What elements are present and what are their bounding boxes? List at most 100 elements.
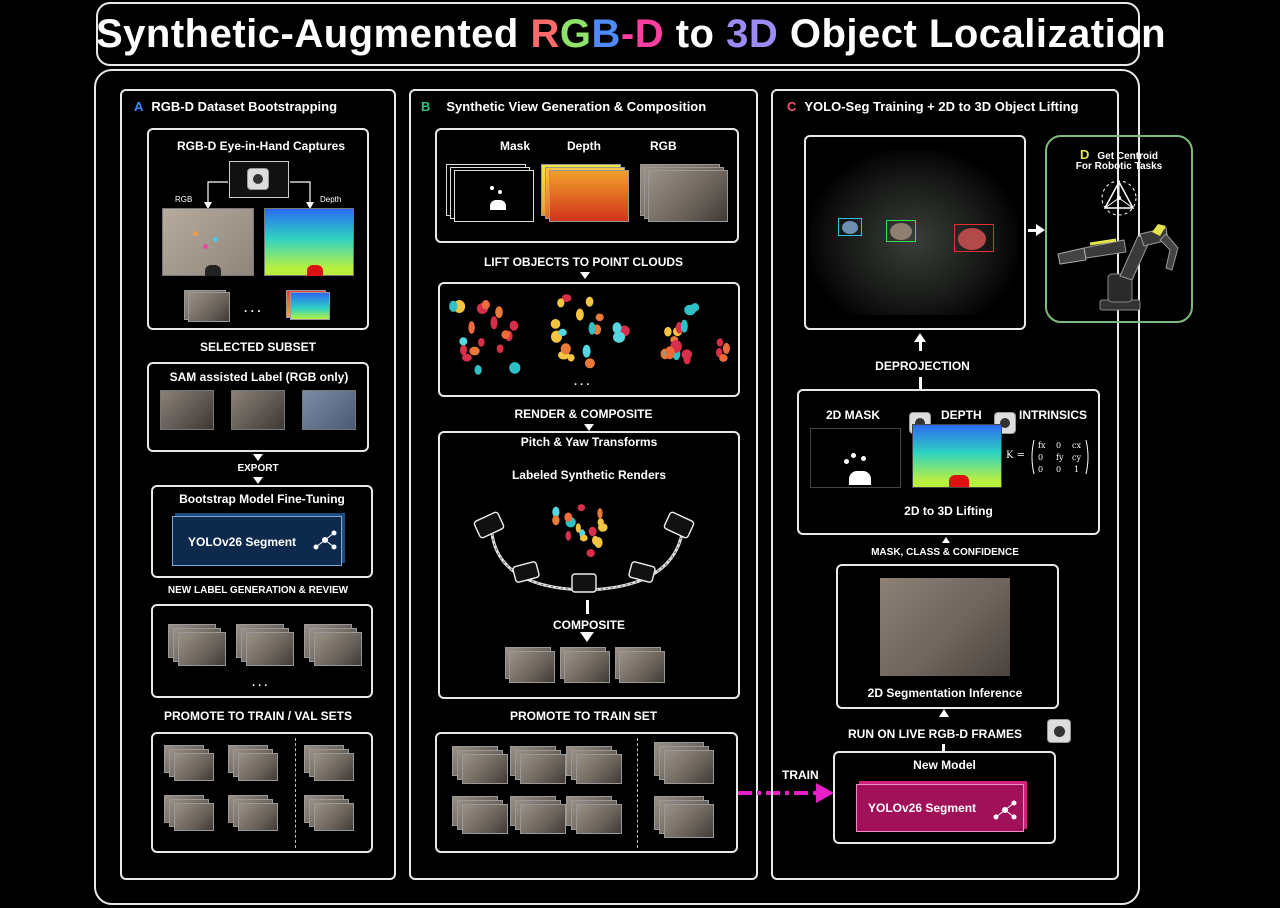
new-model-network-icon [993,800,1017,820]
svg-text:0: 0 [1038,453,1043,462]
point-cloud-blob [576,308,584,321]
review-stack-3 [304,624,364,670]
camera-orbit-figure [473,511,695,593]
lift-arrow [580,272,590,279]
depth-capture-image [264,208,354,276]
svg-text:0: 0 [1056,441,1061,450]
point-cloud-blob [460,344,467,356]
promote-train-label: PROMOTE TO TRAIN SET [509,709,658,723]
point-cloud-blob [585,296,594,307]
point-cloud-blob [612,322,622,334]
synthetic-stack-5 [510,796,568,836]
deprojection-arrowhead [914,333,926,342]
deprojection-line [919,341,922,351]
point-cloud-blob [597,518,604,526]
mask-2d-label: 2D MASK [826,408,881,422]
new-model-block [856,784,1024,832]
live-camera-icon [1047,719,1071,743]
lifting-box [797,389,1100,535]
new-model-label: New Model [913,758,976,772]
deprojection-line-2 [919,377,922,389]
point-cloud-blob [613,331,625,343]
point-cloud-blob [664,326,672,337]
captures-label: RGB-D Eye-in-Hand Captures [176,139,346,153]
point-cloud-blob [577,504,586,512]
deprojection-label: DEPROJECTION [875,359,970,373]
point-cloud-blob [564,512,573,522]
render-box [438,431,740,699]
panel-c-letter: C [787,99,797,114]
capture-split-arrows [204,181,314,209]
point-cloud-blob [575,523,581,533]
panel-a [120,89,396,880]
panel-d-letter: D [1080,147,1090,162]
source-images-box [435,128,739,243]
mcc-arrowhead [942,537,950,543]
point-cloud-ellipsis: . . . [574,376,590,388]
point-cloud-blob [449,300,458,312]
point-cloud-blob [683,355,691,365]
run-label: RUN ON LIVE RGB-D FRAMES [848,727,1022,741]
to-robot-arrow [1028,229,1038,232]
train-label: TRAIN [782,768,819,782]
mask-label: Mask [500,139,531,153]
intrinsics-label: INTRINSICS [1019,408,1088,422]
point-cloud-blob [481,300,490,310]
point-cloud-blob [552,515,560,526]
rgb-capture-image [162,208,254,276]
panel-b-letter: B [421,99,431,114]
point-cloud-blob [468,321,475,334]
train-set-box [435,732,738,853]
centroid-icon [1101,180,1137,216]
composite-stack-1 [505,647,560,687]
lift-label: LIFT OBJECTS TO POINT CLOUDS [483,255,684,269]
sam-image-2 [231,390,285,430]
train-stack-1 [164,745,216,785]
robot-arm-icon [1057,224,1179,311]
point-cloud-blob [560,343,571,355]
sam-label: SAM assisted Label (RGB only) [169,370,349,384]
svg-text:0: 0 [1038,465,1043,474]
rgb-sequence-stack [184,290,234,322]
render-arrow [584,424,594,431]
review-ellipsis: . . . [252,677,268,689]
point-cloud-blob [567,354,575,362]
point-cloud-blob [459,337,468,346]
point-cloud-blob [579,534,588,542]
depth-2d-label: DEPTH [941,408,982,422]
point-cloud-blob [716,338,724,347]
point-cloud-blob [565,531,572,541]
export-arrow [253,454,263,461]
point-cloud-blob [561,294,572,302]
synthetic-stack-6 [566,796,624,836]
point-cloud-blob [680,319,688,333]
review-stack-2 [236,624,296,670]
depth-sequence-stack [286,290,336,322]
pitch-yaw-label: Pitch & Yaw Transforms [520,435,658,449]
point-cloud-blob [509,320,519,331]
panel-d [1045,135,1193,323]
point-cloud-blob [495,306,503,319]
composite-stack-3 [615,647,670,687]
point-cloud-blob [478,338,485,347]
point-cloud-blob [461,353,472,362]
new-model-box [833,751,1056,844]
new-model-name: YOLOv26 Segment [868,801,977,815]
composite-label: COMPOSITE [552,618,625,632]
svg-text:cx: cx [1072,441,1081,450]
depth-stack [541,164,633,226]
title-banner [96,2,1140,66]
point-cloud-blob [501,330,510,339]
title-b: B [591,12,621,56]
point-cloud-box [438,282,740,397]
synthetic-stack-1 [452,746,510,786]
synthetic-stack-3 [566,746,624,786]
train-val-divider [295,738,296,848]
run-arrowhead [939,709,949,717]
svg-text:cy: cy [1072,453,1081,462]
bootstrap-model-label: YOLOv26 Segment [188,535,297,549]
panel-a-letter: A [134,99,144,114]
finetune-label: Bootstrap Model Fine-Tuning [179,492,345,506]
